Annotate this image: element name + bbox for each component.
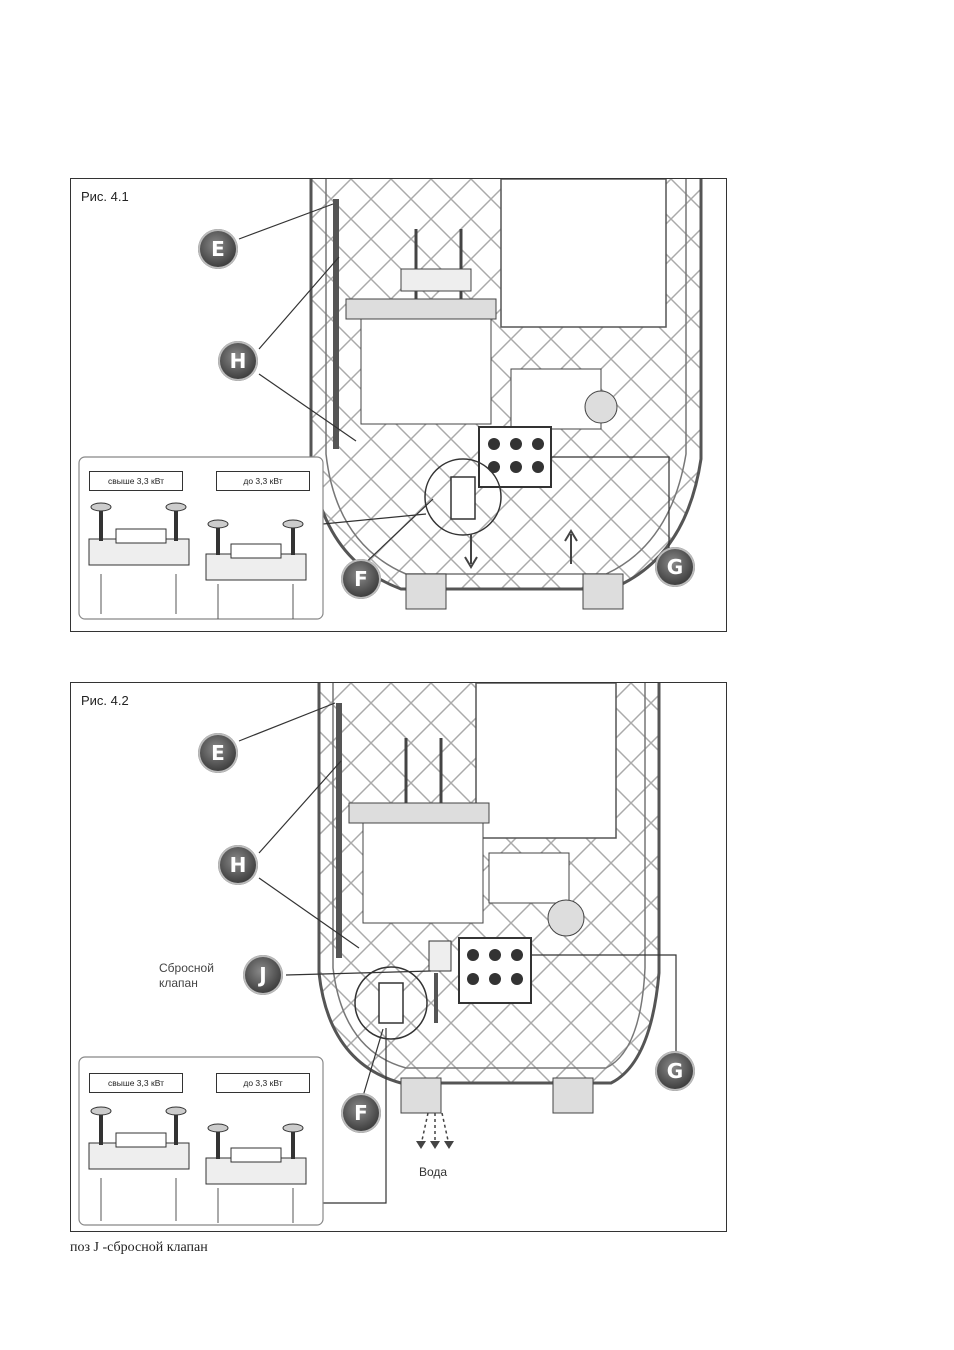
terminal-block [479, 427, 551, 487]
figure-title: Рис. 4.2 [81, 693, 129, 708]
pressure-switch [489, 853, 569, 903]
callout-h: H [218, 845, 258, 885]
heater-flange [346, 299, 496, 319]
callout-g: G [655, 1051, 695, 1091]
inlet-fitting [583, 574, 623, 609]
water-drip-lines [421, 1113, 449, 1145]
cover-panel [476, 683, 616, 838]
relief-valve-label: Сбросной клапан [159, 961, 214, 991]
figure-4-1: Рис. 4.1 E H F G свыше 3,3 кВт до 3,3 кВ… [70, 178, 727, 632]
callout-e: E [198, 733, 238, 773]
heater-tank [363, 823, 483, 923]
inset-label-low-power: до 3,3 кВт [216, 1073, 310, 1093]
water-label: Вода [419, 1165, 447, 1179]
figure-4-2: Рис. 4.2 E H J F G Сбросной клапан Вода … [70, 682, 727, 1232]
outlet-fitting [401, 1078, 441, 1113]
callout-j: J [243, 955, 283, 995]
callout-h: H [218, 341, 258, 381]
relief-valve-label-line1: Сбросной [159, 961, 214, 976]
heater-tank [361, 319, 491, 424]
outlet-fitting [406, 574, 446, 609]
inlet-fitting [553, 1078, 593, 1113]
cover-panel [501, 179, 666, 327]
inset-label-high-power: свыше 3,3 кВт [89, 471, 183, 491]
callout-f: F [341, 1093, 381, 1133]
relief-valve-label-line2: клапан [159, 976, 214, 991]
inset-label-low-power: до 3,3 кВт [216, 471, 310, 491]
callout-f: F [341, 559, 381, 599]
figure-4-2-drawing [71, 683, 728, 1233]
callout-g: G [655, 547, 695, 587]
heater-flange [349, 803, 489, 823]
terminal-block [459, 938, 531, 1003]
figure-4-1-drawing [71, 179, 728, 633]
relief-valve [429, 941, 451, 971]
caption: поз J -сбросной клапан [70, 1240, 208, 1256]
callout-e: E [198, 229, 238, 269]
figure-title: Рис. 4.1 [81, 189, 129, 204]
inset-label-high-power: свыше 3,3 кВт [89, 1073, 183, 1093]
